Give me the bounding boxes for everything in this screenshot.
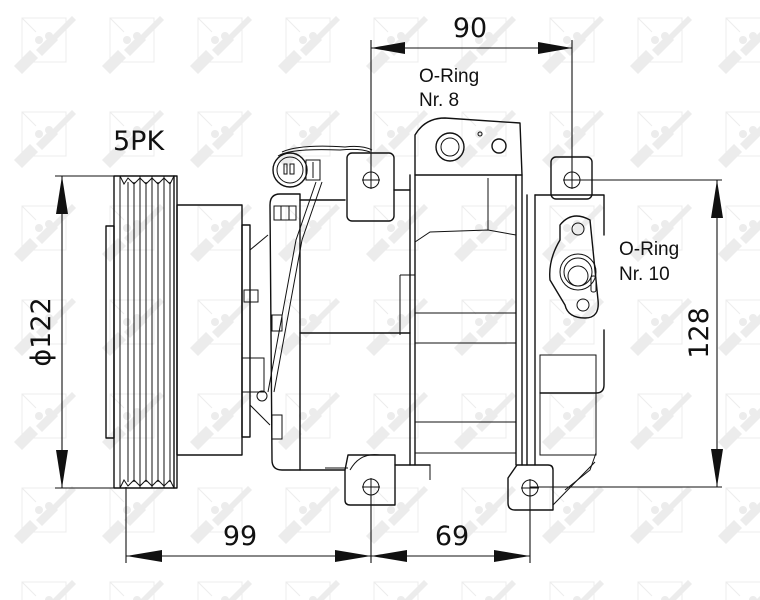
dim-122-label: ϕ122 — [26, 297, 57, 366]
dimension-mount-height: 128 — [530, 179, 723, 488]
dimension-pulley-diameter: ϕ122 — [26, 175, 114, 489]
main-body — [394, 117, 523, 480]
oring-port-nr10 — [549, 215, 599, 319]
oring-nr8-label-line2: Nr. 8 — [419, 90, 459, 111]
oring-nr10-label-line2: Nr. 10 — [619, 264, 670, 285]
oring-nr10-label-line1: O-Ring — [619, 239, 679, 260]
mount-ear-bottom-right — [507, 461, 596, 511]
dimension-pulley-to-mount: 99 — [125, 487, 372, 563]
dim-69-label: 69 — [435, 521, 469, 552]
dim-128-label: 128 — [684, 307, 715, 359]
mount-ear-bottom-left — [325, 454, 396, 506]
belt-type-label: 5PK — [113, 126, 165, 157]
pulley — [105, 175, 178, 489]
oring-nr8-label-line1: O-Ring — [419, 66, 479, 87]
dim-90-label: 90 — [453, 13, 487, 44]
front-housing — [269, 193, 411, 471]
clutch-hub — [176, 204, 271, 456]
dimension-top-width: 90 — [370, 13, 573, 180]
dimension-mount-spacing: 69 — [371, 495, 531, 563]
dim-99-label: 99 — [223, 521, 257, 552]
electrical-connector — [256, 145, 373, 402]
rear-head — [526, 194, 605, 491]
